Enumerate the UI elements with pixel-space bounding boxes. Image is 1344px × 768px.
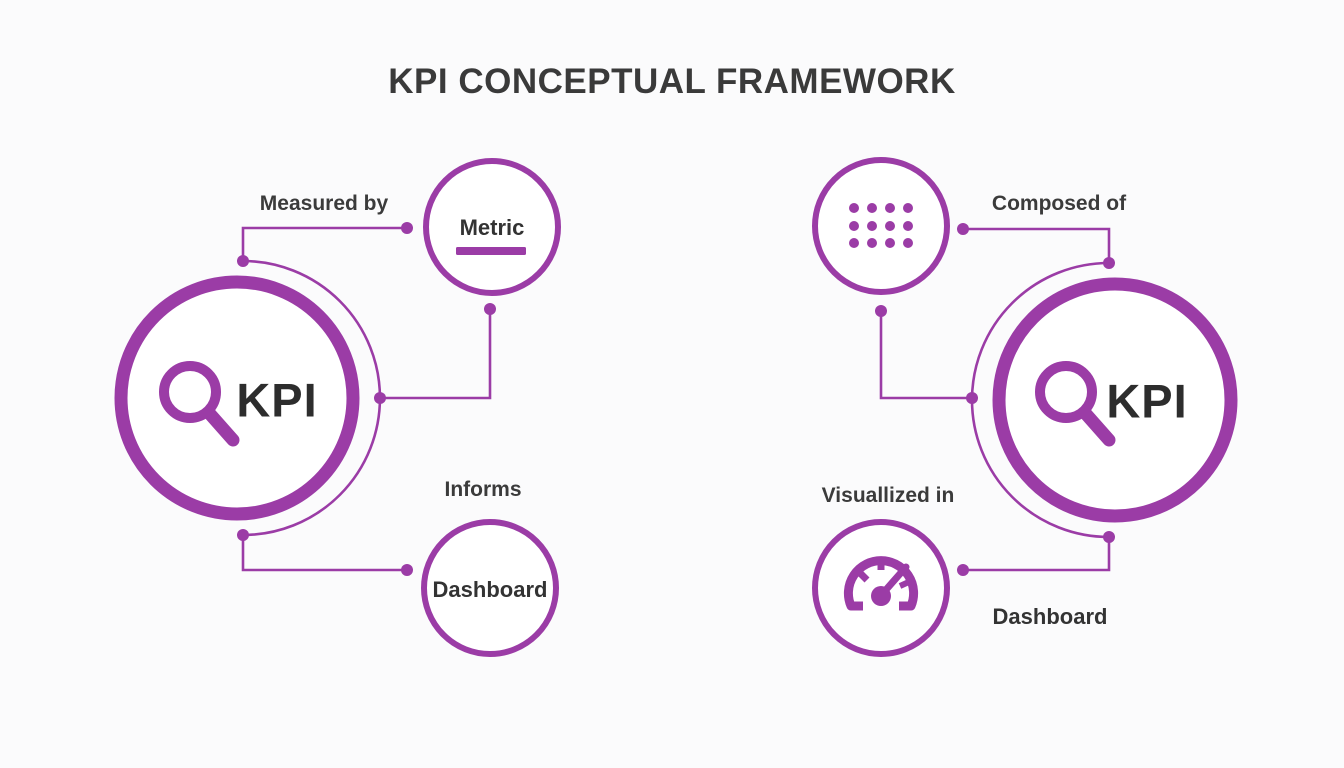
right-diagram-group <box>812 157 1238 657</box>
metric-node-circle <box>423 158 561 296</box>
page-title: KPI CONCEPTUAL FRAMEWORK <box>388 62 956 101</box>
connector-metrics-to-hub <box>879 311 972 400</box>
gauge-icon <box>843 556 919 611</box>
kpi-hub-circle <box>114 275 360 521</box>
visualized-in-label: Visuallized in <box>821 484 955 507</box>
grid-dots-icon <box>849 203 913 248</box>
connection-dots-left <box>237 222 496 576</box>
dashboard-node-label-right: Dashboard <box>992 604 1108 629</box>
composed-of-label: Composed of <box>991 192 1127 215</box>
metrics-node-circle <box>812 157 950 295</box>
connector-measured-by <box>241 226 407 261</box>
connector-visualized-in <box>963 537 1111 572</box>
informs-label: Informs <box>444 478 522 501</box>
dashboard-node-label: Dashboard <box>432 577 548 602</box>
kpi-hub-label-right: KPI <box>1106 374 1188 428</box>
connector-metric-to-hub <box>380 309 492 400</box>
connector-composed-of <box>963 227 1111 263</box>
measured-by-label: Measured by <box>259 192 389 215</box>
magnifier-icon <box>1035 361 1116 447</box>
left-diagram-group <box>114 158 561 657</box>
metric-underline <box>456 247 526 255</box>
magnifier-icon <box>159 361 240 447</box>
kpi-hub-circle <box>992 277 1238 523</box>
connector-informs <box>241 535 407 572</box>
metric-node-label: Metric <box>459 215 525 240</box>
connection-dots-right <box>875 223 1115 576</box>
kpi-hub-label-left: KPI <box>236 373 318 427</box>
dashboard-node-circle <box>421 519 559 657</box>
